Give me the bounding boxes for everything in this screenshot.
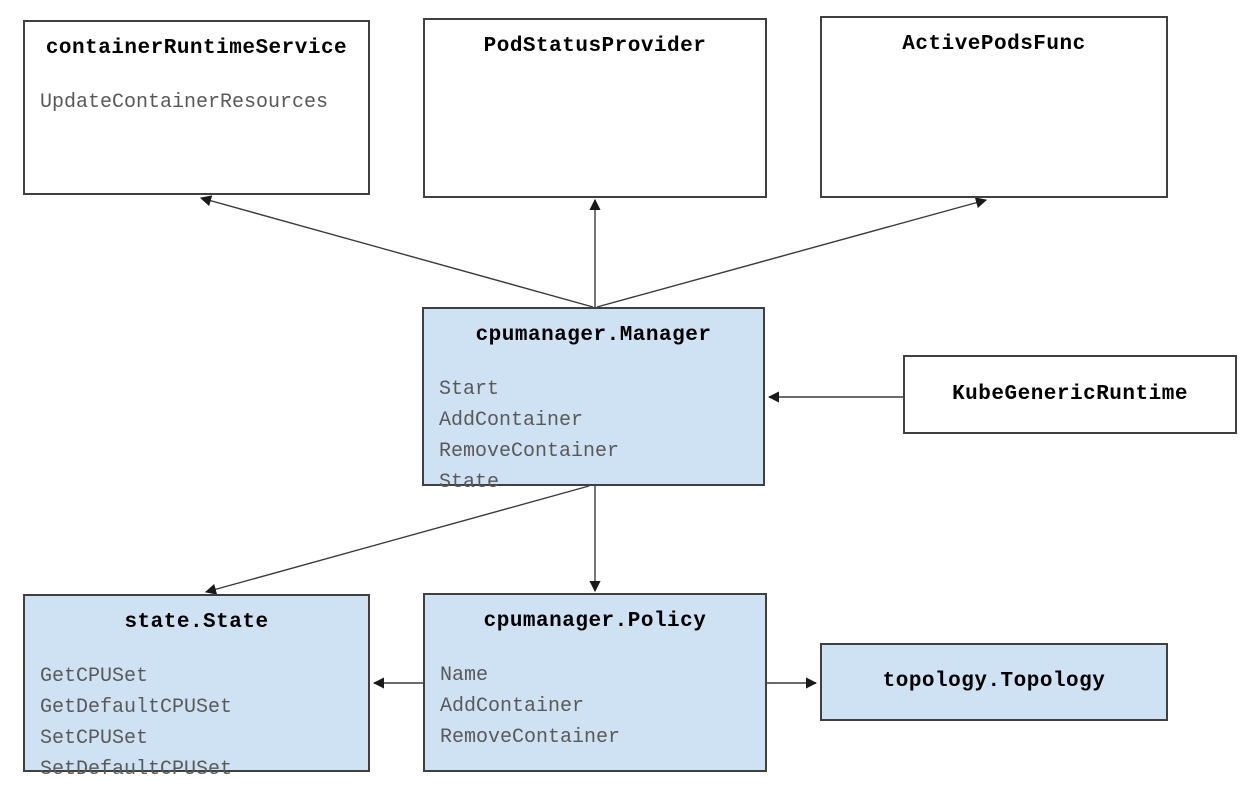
- node-title: PodStatusProvider: [483, 35, 707, 58]
- method-name: AddContainer: [440, 695, 585, 718]
- method-name: GetDefaultCPUSet: [40, 696, 233, 719]
- node-title: cpumanager.Manager: [475, 324, 712, 347]
- node-title: ActivePodsFunc: [902, 33, 1086, 56]
- edge-manager-to-active-pods-func: [596, 197, 988, 308]
- method-name: UpdateContainerResources: [40, 91, 329, 114]
- node-topology-topology: topology.Topology: [820, 643, 1168, 721]
- edge-manager-to-container-runtime-service: [199, 195, 594, 308]
- node-title: topology.Topology: [882, 670, 1106, 693]
- node-title: containerRuntimeService: [45, 37, 348, 60]
- method-name: Name: [440, 664, 489, 687]
- node-title: cpumanager.Policy: [483, 610, 707, 633]
- method-name: RemoveContainer: [439, 440, 620, 463]
- node-pod-status-provider: PodStatusProvider: [423, 18, 767, 198]
- method-name: GetCPUSet: [40, 665, 149, 688]
- node-kube-generic-runtime: KubeGenericRuntime: [903, 355, 1237, 434]
- node-methods: UpdateContainerResources: [40, 87, 368, 118]
- method-name: SetDefaultCPUSet: [40, 758, 233, 781]
- node-container-runtime-service: containerRuntimeService UpdateContainerR…: [23, 20, 370, 195]
- node-title: state.State: [124, 611, 269, 634]
- method-name: State: [439, 471, 500, 494]
- method-name: AddContainer: [439, 409, 584, 432]
- edge-manager-to-state: [204, 485, 590, 595]
- node-active-pods-func: ActivePodsFunc: [820, 16, 1168, 198]
- node-title: KubeGenericRuntime: [952, 382, 1188, 406]
- method-name: Start: [439, 378, 500, 401]
- method-name: SetCPUSet: [40, 727, 149, 750]
- method-name: RemoveContainer: [440, 726, 621, 749]
